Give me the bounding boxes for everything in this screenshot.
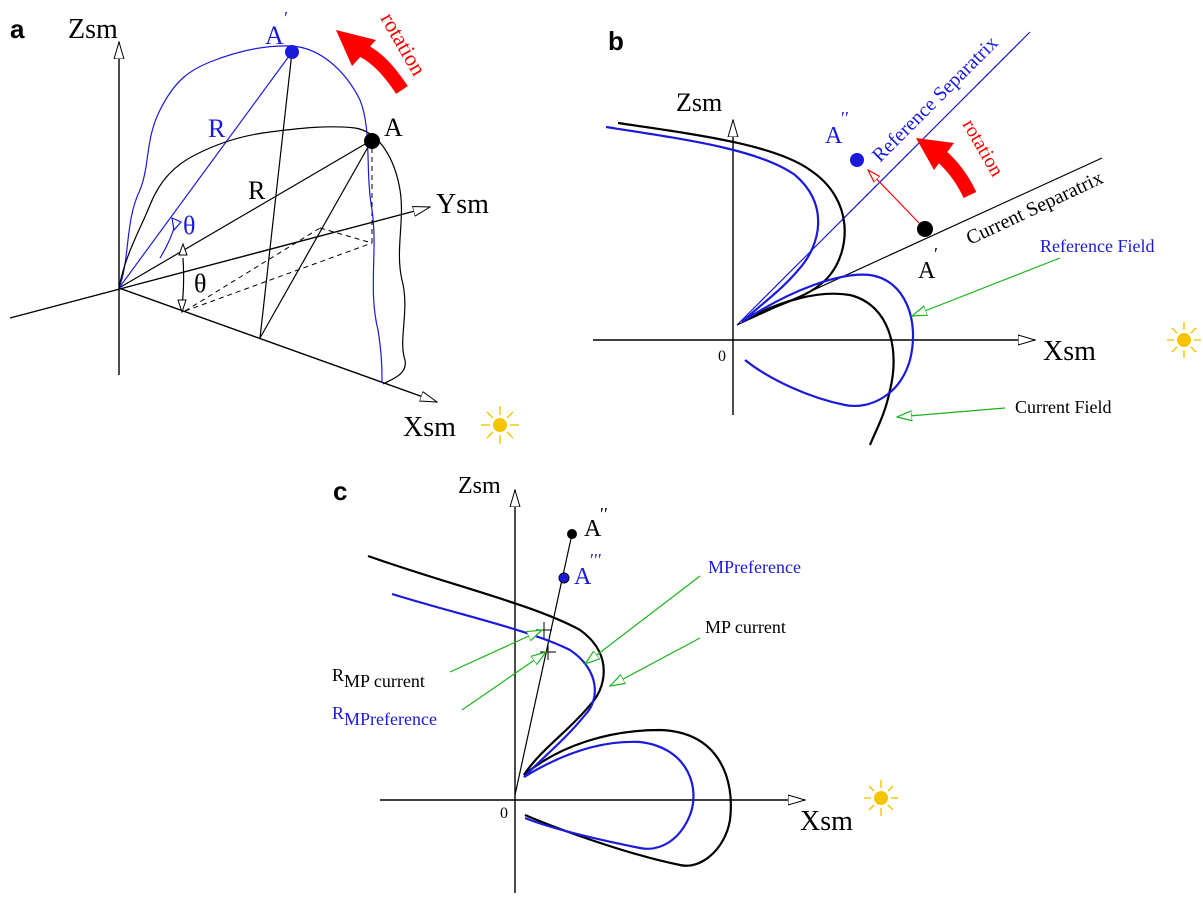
panel-a-a-label: A bbox=[384, 113, 403, 142]
panel-c-point-a-tprime bbox=[558, 572, 570, 584]
panel-b-current-field-curve bbox=[617, 121, 895, 446]
panel-c-mp-current-curve bbox=[367, 554, 732, 867]
panel-b-label: b bbox=[608, 26, 624, 56]
panel-a-r-blue: R bbox=[208, 114, 226, 143]
panel-a-theta-black-arrowhead-down bbox=[177, 299, 187, 314]
panel-a-radius-lines bbox=[118, 51, 373, 339]
panel-a-y-label: Ysm bbox=[436, 189, 489, 220]
panel-a-r-black: R bbox=[248, 176, 266, 205]
panel-b-reference-separatrix bbox=[736, 31, 1031, 326]
panel-b-x-label: Xsm bbox=[1043, 336, 1096, 367]
panel-a-sun-icon bbox=[481, 406, 519, 444]
panel-b-point-a-prime bbox=[917, 221, 933, 237]
panel-c-r-mp-reference-pointer bbox=[461, 652, 546, 711]
panel-b-thin-red-arrow bbox=[868, 170, 921, 225]
panel-a: a Zsm Ysm Xsm bbox=[9, 8, 519, 444]
panel-c-mp-reference-pointer bbox=[585, 575, 701, 664]
panel-b-point-a-dprime bbox=[850, 153, 864, 167]
panel-b-sun-icon bbox=[1167, 322, 1201, 358]
panel-b-rotation-arrowhead bbox=[916, 138, 954, 170]
panel-a-a-prime-label: A bbox=[265, 21, 284, 50]
panel-c-mp-reference-label: MPreference bbox=[708, 557, 801, 577]
panel-c-a-tprime-mark: ′′′ bbox=[590, 550, 602, 570]
panel-c-mp-reference-curve bbox=[391, 592, 695, 850]
panel-c-a-tprime-label: A bbox=[574, 564, 592, 590]
panel-c-point-a-dprime bbox=[567, 529, 577, 539]
panel-b-reference-field-curve bbox=[605, 125, 915, 407]
panel-b-reference-field-pointer bbox=[912, 257, 1061, 316]
panel-a-point-a-prime bbox=[285, 45, 299, 59]
panel-c-axes bbox=[380, 490, 805, 893]
panel-b: b Zsm Xsm 0 A ′′ A ′ rotation Reference … bbox=[593, 26, 1201, 446]
panel-b-a-dprime-label: A bbox=[825, 123, 843, 149]
panel-a-y-axis bbox=[9, 207, 430, 319]
panel-a-blue-radius bbox=[118, 51, 293, 289]
panel-b-z-label: Zsm bbox=[676, 88, 722, 117]
panel-a-z-label: Zsm bbox=[68, 14, 118, 45]
panel-c-r-mp-current-label: RMP current bbox=[332, 665, 425, 691]
panel-a-rotation-arrowhead bbox=[336, 30, 376, 66]
panel-b-current-field-pointer bbox=[897, 407, 1006, 417]
panel-b-origin: 0 bbox=[718, 348, 726, 365]
panel-c-sun-icon bbox=[864, 780, 898, 816]
panel-a-a-prime-mark: ′ bbox=[284, 8, 288, 28]
panel-a-theta-black-arc bbox=[181, 257, 185, 306]
panel-c-a-dprime-mark: ′′ bbox=[600, 504, 608, 524]
panel-c-r-mp-current-pointer bbox=[449, 630, 542, 673]
panel-b-a-dprime-mark: ′′ bbox=[841, 108, 849, 128]
panel-a-dashed-lines bbox=[184, 140, 373, 312]
panel-b-current-field-label: Current Field bbox=[1015, 397, 1112, 417]
panel-c-z-label: Zsm bbox=[458, 473, 501, 499]
panel-a-label: a bbox=[10, 14, 25, 44]
panel-b-rotation-arrow-shaft bbox=[935, 149, 977, 199]
panel-a-point-a bbox=[364, 133, 380, 149]
panel-b-rotation-label: rotation bbox=[958, 116, 1008, 181]
panel-b-a-prime-label: A bbox=[918, 258, 936, 284]
panel-c-mp-current-label: MP current bbox=[705, 617, 786, 637]
panel-c-mp-current-pointer bbox=[610, 637, 701, 686]
panel-c-a-dprime-label: A bbox=[584, 516, 602, 542]
panel-c-origin: 0 bbox=[500, 805, 508, 822]
panel-b-reference-field-label: Reference Field bbox=[1040, 236, 1154, 256]
panel-c-r-mp-reference-label: RMPreference bbox=[332, 703, 437, 729]
panel-a-black-field-line bbox=[118, 126, 406, 385]
panel-a-theta-black-arrowhead-up bbox=[178, 242, 188, 256]
panel-a-theta-black: θ bbox=[194, 269, 206, 298]
panel-c-label: c bbox=[333, 476, 347, 506]
panel-a-blue-field-line bbox=[118, 45, 383, 384]
panel-a-x-label: Xsm bbox=[403, 412, 456, 443]
panel-a-rotation-arrow-shaft bbox=[358, 43, 408, 94]
panel-c-x-label: Xsm bbox=[800, 806, 853, 837]
panel-a-theta-blue: θ bbox=[183, 211, 195, 240]
panel-a-theta-blue-arrowhead bbox=[171, 216, 182, 232]
panel-c: c Zsm Xsm 0 A ′′ A ′′′ MPreference MP cu… bbox=[332, 473, 898, 893]
panel-b-a-prime-mark: ′ bbox=[934, 244, 938, 264]
panel-b-axes bbox=[593, 120, 1035, 415]
